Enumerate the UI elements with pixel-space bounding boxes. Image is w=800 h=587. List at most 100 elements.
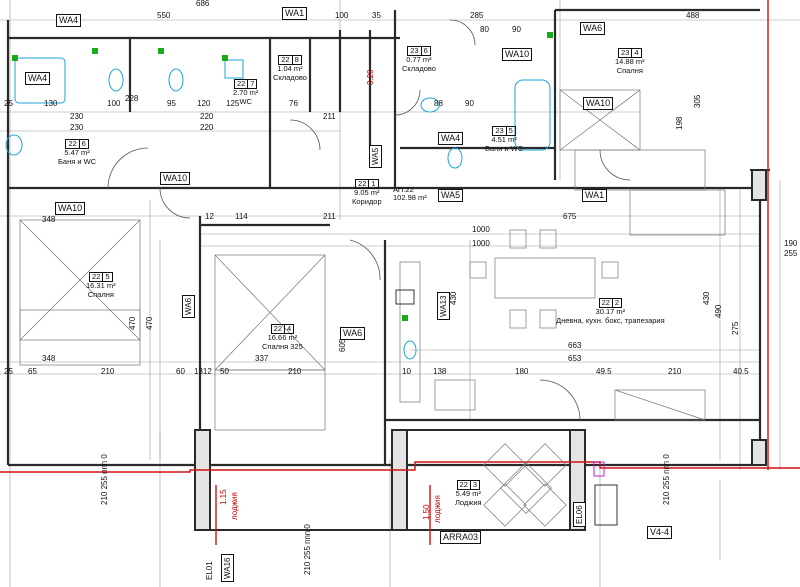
dim-220a: 220 xyxy=(200,112,214,121)
window-tag-wa6-middle: WA6 xyxy=(340,327,366,340)
sill-a: 210 255 ппп 0 xyxy=(100,454,109,505)
dim-211b: 211 xyxy=(323,212,336,221)
dim-488: 488 xyxy=(686,11,700,20)
dim-120: 120 xyxy=(197,99,211,108)
loggia-note-1: лоджия xyxy=(230,492,239,520)
dim-12: 12 xyxy=(205,212,214,221)
dim-210b: 210 xyxy=(288,367,302,376)
dim-25a: 25 xyxy=(4,99,13,108)
dim-228: 228 xyxy=(125,94,139,103)
window-tag-wa16: WA16 xyxy=(221,554,234,582)
kitchen-block xyxy=(395,289,618,526)
dim-76: 76 xyxy=(289,99,298,108)
dim-430a: 430 xyxy=(449,291,458,305)
dim-210c: 210 xyxy=(668,367,682,376)
dim-605: 605 xyxy=(338,338,347,352)
dim-1-50: 1.50 xyxy=(422,504,431,520)
dim-348a: 348 xyxy=(42,215,56,224)
dim-130: 130 xyxy=(44,99,58,108)
dim-1-15: 1.15 xyxy=(219,489,228,505)
dim-211a: 211 xyxy=(323,112,336,121)
window-tag-wa6-top: WA6 xyxy=(580,22,606,35)
loggia-note-2: лоджия xyxy=(433,495,442,523)
dim-275: 275 xyxy=(731,321,740,335)
dim-663: 663 xyxy=(568,341,582,350)
dim-49-5: 49.5 xyxy=(596,367,612,376)
window-tag-wa4-center: WA4 xyxy=(438,132,464,145)
dim-550: 550 xyxy=(157,11,171,20)
dim-305: 305 xyxy=(693,94,702,108)
dim-255: 255 xyxy=(784,249,798,258)
element-tag-el01: EL01 xyxy=(205,561,214,580)
window-tag-wa1-top: WA1 xyxy=(282,7,308,20)
dim-88: 88 xyxy=(434,99,443,108)
dim-198: 198 xyxy=(675,116,684,130)
sill-b: 210 255 ппп 0 xyxy=(303,524,312,575)
dim-220b: 220 xyxy=(200,123,214,132)
dim-210a: 210 xyxy=(101,367,115,376)
dim-50: 50 xyxy=(220,367,229,376)
dim-675: 675 xyxy=(563,212,577,221)
dim-25b: 25 xyxy=(4,367,13,376)
dim-180: 180 xyxy=(515,367,529,376)
dim-348b: 348 xyxy=(42,354,56,363)
dim-90a: 90 xyxy=(465,99,474,108)
dim-60: 60 xyxy=(176,367,185,376)
dim-285: 285 xyxy=(470,11,484,20)
dim-653: 653 xyxy=(568,354,582,363)
dim-10: 10 xyxy=(402,367,411,376)
dim-138: 138 xyxy=(433,367,447,376)
walls xyxy=(6,8,762,467)
dim-430b: 430 xyxy=(702,291,711,305)
window-tag-wa4-left: WA4 xyxy=(25,72,51,85)
dim-100a: 100 xyxy=(335,11,349,20)
window-tag-wa10-corridor: WA10 xyxy=(160,172,191,185)
window-tag-wa5-vertical: WA5 xyxy=(369,144,382,168)
sanitary-fixtures xyxy=(5,57,551,360)
element-tag-el06: EL06 xyxy=(573,502,586,527)
window-tag-wa10-top: WA10 xyxy=(502,48,533,61)
loggia-drain xyxy=(593,461,605,477)
dim-65: 65 xyxy=(28,367,37,376)
dim-190: 190 xyxy=(784,239,798,248)
sill-c: 210 255 ппп 0 xyxy=(662,454,671,505)
dim-1000a: 1000 xyxy=(472,225,490,234)
dim-80: 80 xyxy=(480,25,489,34)
door-swings xyxy=(107,19,631,421)
furniture xyxy=(19,89,726,527)
window-tag-arra03: ARRA03 xyxy=(440,531,482,544)
dim-35a: 35 xyxy=(372,11,381,20)
dim-1312: 1312 xyxy=(194,367,212,376)
window-tag-wa4-top: WA4 xyxy=(56,14,82,27)
dim-490: 490 xyxy=(714,304,723,318)
dim-40-5: 40.5 xyxy=(733,367,749,376)
dim-470b: 470 xyxy=(145,316,154,330)
window-tag-wa10-left: WA10 xyxy=(55,202,86,215)
window-tag-wa10-bath: WA10 xyxy=(583,97,614,110)
dim-686: 686 xyxy=(196,0,210,8)
window-tag-wa1-right: WA1 xyxy=(582,189,608,202)
dim-100b: 100 xyxy=(107,99,121,108)
window-tag-v4-4: V4-4 xyxy=(647,526,673,539)
dim-337: 337 xyxy=(255,354,269,363)
dim-470a: 470 xyxy=(128,316,137,330)
green-markers xyxy=(12,32,553,321)
dim-90b: 90 xyxy=(512,25,521,34)
dim-114: 114 xyxy=(235,212,248,221)
dim-95: 95 xyxy=(167,99,176,108)
window-tag-wa6-left: WA6 xyxy=(182,294,195,318)
section-cut-line xyxy=(0,0,800,545)
